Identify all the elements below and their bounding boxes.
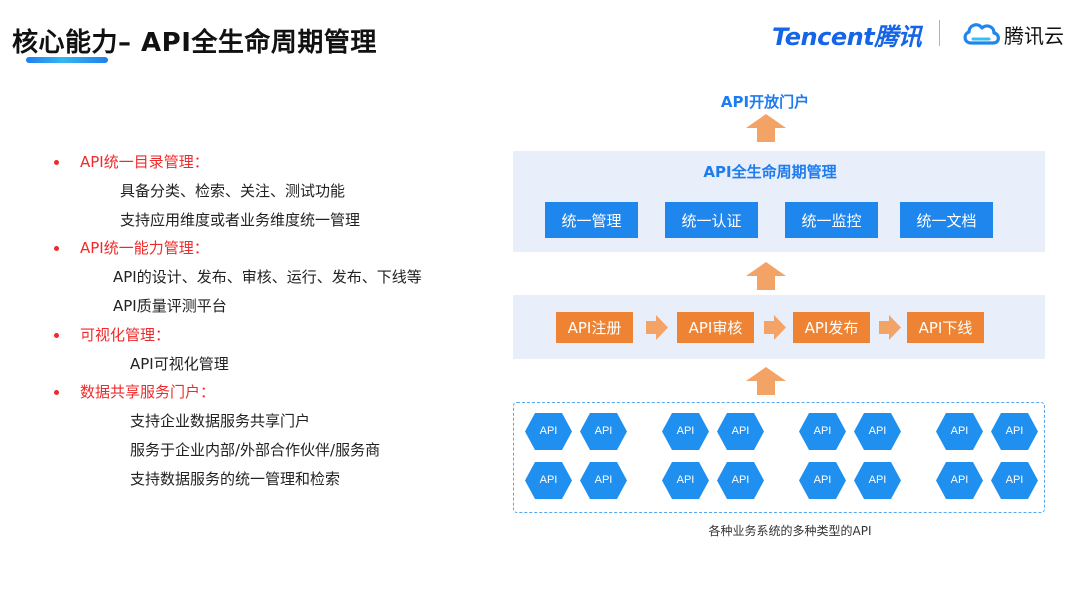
api-hexagon-label: API xyxy=(676,425,695,437)
bullet-item: 支持数据服务的统一管理和检索 xyxy=(130,470,341,488)
bullet-item: 支持应用维度或者业务维度统一管理 xyxy=(120,211,361,229)
api-sources-box xyxy=(513,402,1045,513)
bullet-item: API可视化管理 xyxy=(130,355,229,373)
api-offline-step: API下线 xyxy=(907,312,984,343)
api-hexagon-label: API xyxy=(813,474,832,486)
api-hexagon: API xyxy=(799,462,846,499)
api-hexagon-label: API xyxy=(868,474,887,486)
api-hexagon: API xyxy=(525,462,572,499)
up-arrow-icon xyxy=(746,367,786,395)
unified-monitor-box: 统一监控 xyxy=(785,202,878,238)
api-hexagon: API xyxy=(717,462,764,499)
api-hexagon: API xyxy=(662,462,709,499)
api-hexagon: API xyxy=(936,462,983,499)
unified-management-box: 统一管理 xyxy=(545,202,638,238)
api-hexagon: API xyxy=(662,413,709,450)
api-hexagon-label: API xyxy=(868,425,887,437)
api-hexagon-label: API xyxy=(813,425,832,437)
title-underline xyxy=(26,57,108,63)
api-publish-step: API发布 xyxy=(793,312,870,343)
unified-auth-box: 统一认证 xyxy=(665,202,758,238)
bullet-item: 服务于企业内部/外部合作伙伴/服务商 xyxy=(130,441,381,459)
api-hexagon-label: API xyxy=(1005,474,1024,486)
bullet-heading: API统一能力管理： xyxy=(80,239,209,257)
api-hexagon: API xyxy=(854,413,901,450)
api-hexagon-label: API xyxy=(1005,425,1024,437)
api-hexagon: API xyxy=(525,413,572,450)
right-arrow-icon xyxy=(879,315,901,340)
api-hexagon: API xyxy=(580,413,627,450)
api-hexagon-label: API xyxy=(950,474,969,486)
bullet-item: API质量评测平台 xyxy=(113,297,227,315)
api-hexagon: API xyxy=(991,462,1038,499)
bullet-item: 支持企业数据服务共享门户 xyxy=(130,412,311,430)
api-sources-caption: 各种业务系统的多种类型的API xyxy=(708,524,872,538)
unified-docs-box: 统一文档 xyxy=(900,202,993,238)
api-hexagon-label: API xyxy=(594,474,613,486)
bullet-heading: 数据共享服务门户： xyxy=(80,383,216,401)
api-hexagon-label: API xyxy=(676,474,695,486)
bullet-item: API的设计、发布、审核、运行、发布、下线等 xyxy=(113,268,422,286)
api-hexagon-label: API xyxy=(950,425,969,437)
api-hexagon-label: API xyxy=(731,474,750,486)
bullet-dot xyxy=(54,390,59,395)
bullet-heading: 可视化管理： xyxy=(80,326,171,344)
right-arrow-icon xyxy=(764,315,786,340)
api-hexagon-label: API xyxy=(731,425,750,437)
api-review-step: API审核 xyxy=(677,312,754,343)
api-hexagon-label: API xyxy=(539,474,558,486)
api-hexagon: API xyxy=(580,462,627,499)
up-arrow-icon xyxy=(746,262,786,290)
bullet-dot xyxy=(54,246,59,251)
page-title: 核心能力– API全生命周期管理 xyxy=(12,28,377,58)
up-arrow-icon xyxy=(746,114,786,142)
api-hexagon: API xyxy=(936,413,983,450)
api-hexagon: API xyxy=(799,413,846,450)
tencent-cloud-logo-text: 腾讯云 xyxy=(1004,24,1064,48)
tencent-cloud-icon xyxy=(963,23,1000,45)
bullet-item: 具备分类、检索、关注、测试功能 xyxy=(120,182,346,200)
tencent-logo: Tencent腾讯 xyxy=(772,23,922,51)
api-hexagon: API xyxy=(854,462,901,499)
lifecycle-title: API全生命周期管理 xyxy=(703,163,837,181)
bullet-dot xyxy=(54,333,59,338)
api-hexagon: API xyxy=(717,413,764,450)
api-hexagon-label: API xyxy=(539,425,558,437)
api-register-step: API注册 xyxy=(556,312,633,343)
bullet-dot xyxy=(54,160,59,165)
right-arrow-icon xyxy=(646,315,668,340)
bullet-heading: API统一目录管理： xyxy=(80,153,209,171)
api-hexagon-label: API xyxy=(594,425,613,437)
logo-divider xyxy=(939,20,940,46)
api-portal-label: API开放门户 xyxy=(720,93,810,111)
api-hexagon: API xyxy=(991,413,1038,450)
